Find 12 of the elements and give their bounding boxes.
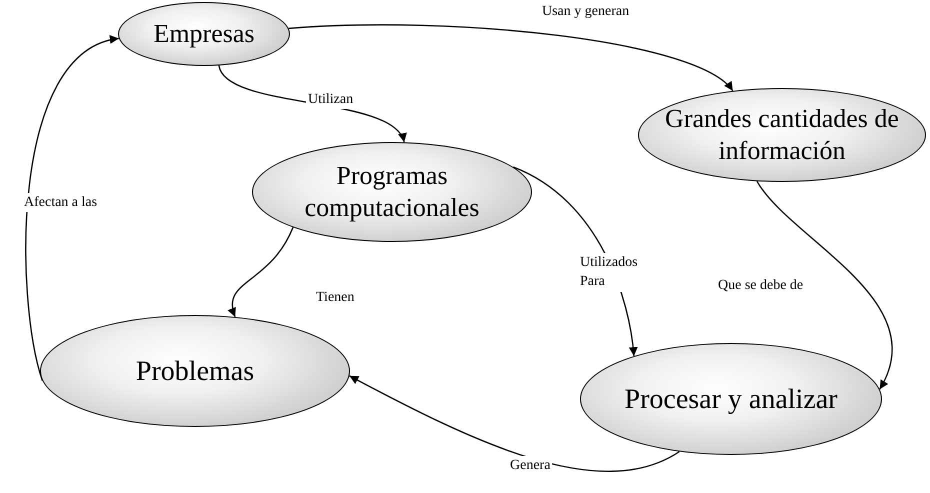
node-text: Problemas [136,354,254,388]
arrow [228,227,294,318]
edge-label: Afectan a las [22,193,100,212]
node-text: Procesar y analizar [624,382,838,416]
arrow [25,36,120,381]
node-text: Programas computacionales [304,160,480,224]
arrow [756,180,893,390]
arrow [288,24,734,92]
node-text: Empresas [153,18,255,50]
arrow [349,375,680,472]
node-text: Grandes cantidades de información [664,102,900,167]
edge-label: Utilizan [306,90,356,110]
